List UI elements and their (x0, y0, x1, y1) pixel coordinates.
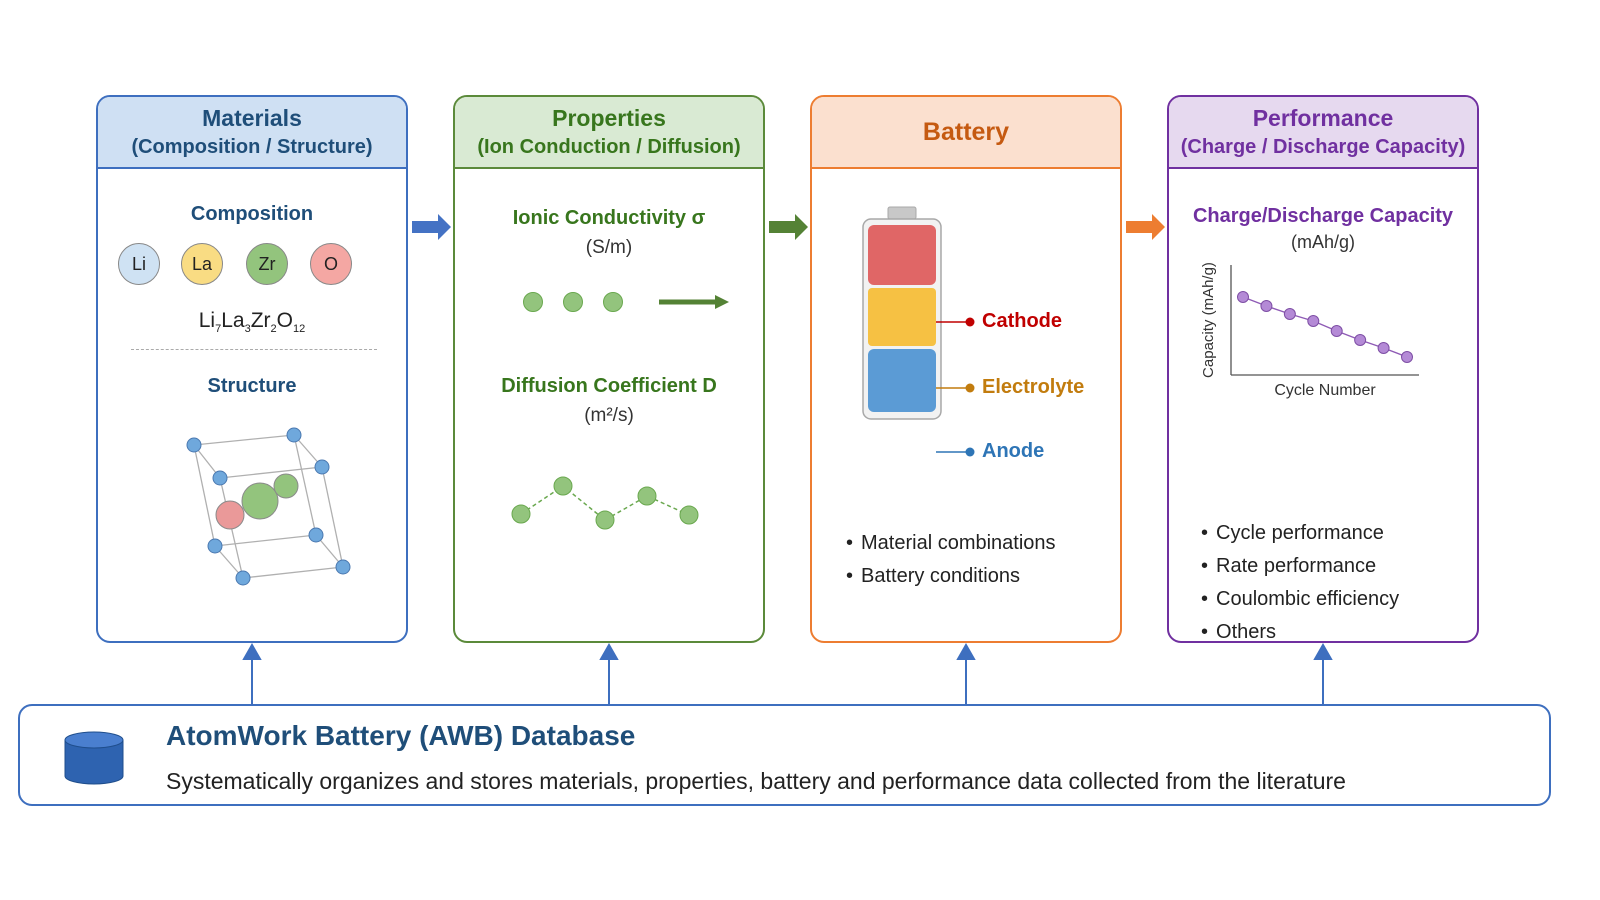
battery-cell-icon (862, 206, 942, 420)
list-item: Rate performance (1201, 550, 1399, 583)
capacity-point-5 (1330, 325, 1343, 337)
list-item: Battery conditions (846, 560, 1056, 593)
composition-title: Composition (190, 203, 314, 225)
dashed-divider (131, 349, 377, 350)
element-li: Li (118, 243, 160, 285)
battery-label-connectors (936, 317, 975, 457)
performance-title: Performance (1252, 105, 1394, 132)
battery-bullet-list: Material combinations Battery conditions (846, 527, 1056, 593)
diffusion-coefficient-unit: (m²/s) (584, 405, 634, 426)
element-zr: Zr (246, 243, 288, 285)
properties-body: Ionic Conductivity σ (S/m) Diffusion Coe… (455, 169, 763, 641)
cathode-label: Cathode (982, 310, 1062, 332)
y-axis-label: Capacity (mAh/g) (1200, 262, 1217, 378)
properties-title: Properties (552, 105, 666, 132)
database-panel: AtomWork Battery (AWB) Database Systemat… (18, 704, 1551, 806)
anode-label: Anode (982, 440, 1045, 462)
x-axis-label: Cycle Number (1274, 382, 1376, 399)
performance-body: Charge/Discharge Capacity (mAh/g) Capaci… (1169, 169, 1477, 641)
performance-bullet-list: Cycle performance Rate performance Coulo… (1201, 517, 1399, 641)
properties-header: Properties (Ion Conduction / Diffusion) (455, 97, 763, 169)
database-icon (64, 731, 124, 785)
chemical-formula: Li7La3Zr2O12 (198, 309, 306, 336)
properties-subtitle: (Ion Conduction / Diffusion) (477, 135, 741, 158)
capacity-point-3 (1283, 308, 1296, 320)
performance-subtitle: (Charge / Discharge Capacity) (1180, 135, 1466, 158)
battery-body: Cathode Electrolyte Anode Material combi… (812, 169, 1120, 641)
capacity-unit: (mAh/g) (1290, 232, 1355, 252)
capacity-point-2 (1260, 300, 1273, 312)
performance-header: Performance (Charge / Discharge Capacity… (1169, 97, 1477, 169)
diffusion-coefficient-title: Diffusion Coefficient D (501, 375, 717, 397)
capacity-point-8 (1401, 351, 1413, 363)
capacity-title: Charge/Discharge Capacity (1192, 205, 1454, 227)
database-connector-arrows (242, 643, 1333, 704)
list-item: Coulombic efficiency (1201, 583, 1399, 616)
flow-arrow-materials-to-properties (412, 214, 451, 240)
ionic-conductivity-unit: (S/m) (585, 237, 633, 258)
structure-title: Structure (207, 375, 297, 397)
list-item: Others (1201, 616, 1399, 641)
materials-panel: Materials (Composition / Structure) Comp… (96, 95, 408, 643)
element-o: O (310, 243, 352, 285)
flow-arrow-battery-to-performance (1126, 214, 1165, 240)
performance-panel: Performance (Charge / Discharge Capacity… (1167, 95, 1479, 643)
electrolyte-label: Electrolyte (982, 376, 1085, 398)
materials-title: Materials (202, 105, 302, 132)
capacity-point-7 (1377, 342, 1390, 354)
battery-title: Battery (922, 117, 1010, 146)
capacity-point-1 (1237, 291, 1249, 303)
crystal-lattice-icon (186, 427, 351, 586)
database-title: AtomWork Battery (AWB) Database (166, 720, 636, 751)
materials-header: Materials (Composition / Structure) (98, 97, 406, 169)
diffusion-path-icon (511, 476, 699, 530)
materials-subtitle: (Composition / Structure) (131, 135, 373, 158)
capacity-chart: Capacity (mAh/g) Cycle Number (1200, 262, 1419, 399)
element-la: La (181, 243, 223, 285)
properties-panel: Properties (Ion Conduction / Diffusion) … (453, 95, 765, 643)
database-description: Systematically organizes and stores mate… (166, 768, 1346, 794)
capacity-point-6 (1354, 334, 1367, 346)
battery-panel: Battery Cathode Electrolyte Anode Materi… (810, 95, 1122, 643)
capacity-point-4 (1307, 315, 1320, 327)
materials-body: Composition Li La Zr O Li7La3Zr2O12 Stru… (98, 169, 406, 641)
list-item: Cycle performance (1201, 517, 1399, 550)
ion-conduction-icon (523, 292, 729, 312)
battery-header: Battery (812, 97, 1120, 169)
list-item: Material combinations (846, 527, 1056, 560)
flow-arrow-properties-to-battery (769, 214, 808, 240)
ionic-conductivity-title: Ionic Conductivity σ (512, 207, 706, 229)
